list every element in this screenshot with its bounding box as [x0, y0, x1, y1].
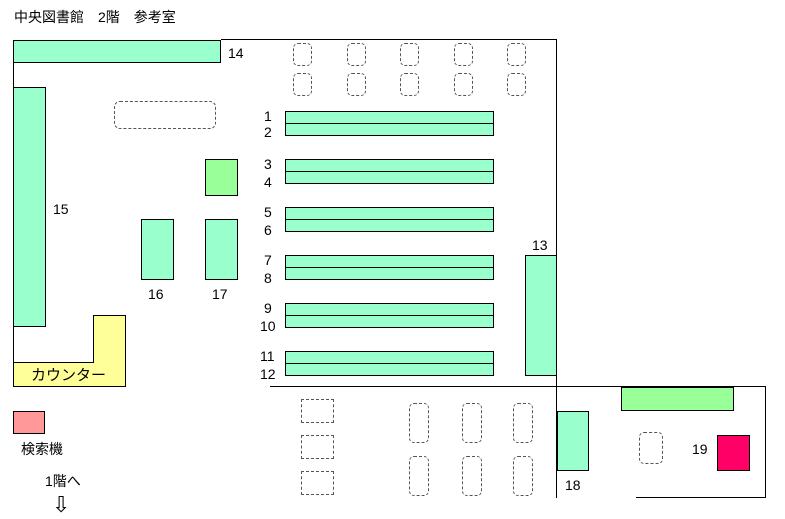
wall-lower-top [270, 386, 765, 387]
stairs-arrow-icon[interactable]: ⇩ [52, 492, 71, 517]
shelf-15[interactable] [13, 87, 46, 327]
seat [513, 456, 533, 496]
shelf-7-number: 7 [264, 252, 272, 268]
wall-lower-right [765, 386, 766, 498]
display-shelf-long[interactable] [621, 387, 734, 411]
item-19-number: 19 [692, 441, 708, 457]
reading-table [114, 101, 216, 129]
shelf-16-number: 16 [148, 286, 164, 302]
shelf-8-number: 8 [264, 270, 272, 286]
shelf-4[interactable] [285, 171, 494, 184]
shelf-12-number: 12 [260, 366, 276, 382]
shelf-2-number: 2 [264, 124, 272, 140]
display-shelf[interactable] [205, 159, 238, 196]
shelf-16[interactable] [141, 219, 174, 280]
shelf-8[interactable] [285, 267, 494, 280]
shelf-15-number: 15 [53, 201, 69, 217]
shelf-6-number: 6 [264, 222, 272, 238]
seat [462, 456, 482, 496]
counter-horizontal [13, 362, 126, 387]
search-terminal-label: 検索機 [21, 441, 63, 457]
shelf-11-number: 11 [260, 348, 275, 364]
shelf-18-number: 18 [565, 477, 581, 493]
seat [454, 73, 473, 96]
seat [462, 403, 482, 443]
shelf-1-number: 1 [264, 108, 272, 124]
seat-box [301, 435, 334, 459]
seat [409, 403, 429, 443]
shelf-10-number: 10 [260, 318, 276, 334]
page-title: 中央図書館 2階 参考室 [14, 9, 176, 25]
seat [400, 73, 419, 96]
seat [293, 43, 312, 66]
seat [513, 403, 533, 443]
search-terminal[interactable] [13, 411, 45, 434]
seat [409, 456, 429, 496]
wall-top [221, 39, 557, 40]
shelf-14[interactable] [13, 40, 221, 63]
shelf-18[interactable] [557, 411, 589, 471]
shelf-5-number: 5 [264, 204, 272, 220]
seat [293, 73, 312, 96]
shelf-12[interactable] [285, 363, 494, 376]
shelf-9-number: 9 [264, 300, 272, 316]
seat-box [301, 399, 334, 423]
shelf-13-number: 13 [532, 237, 548, 253]
shelf-6[interactable] [285, 219, 494, 232]
shelf-2[interactable] [285, 123, 494, 136]
seat-box [301, 471, 334, 495]
shelf-17-number: 17 [212, 286, 228, 302]
item-19[interactable] [717, 435, 750, 471]
seat [454, 43, 473, 66]
shelf-17[interactable] [205, 219, 238, 280]
counter-fill [94, 361, 125, 364]
seat [639, 432, 663, 464]
shelf-14-number: 14 [228, 45, 244, 61]
stairs-label: 1階へ [45, 473, 81, 489]
seat [400, 43, 419, 66]
seat [347, 43, 366, 66]
shelf-13[interactable] [525, 255, 557, 376]
seat [507, 73, 526, 96]
wall-lower-bottom [636, 497, 766, 498]
seat [347, 73, 366, 96]
seat [507, 43, 526, 66]
shelf-4-number: 4 [264, 174, 272, 190]
shelf-10[interactable] [285, 315, 494, 328]
shelf-3-number: 3 [264, 156, 272, 172]
counter-label: カウンター [31, 367, 107, 384]
